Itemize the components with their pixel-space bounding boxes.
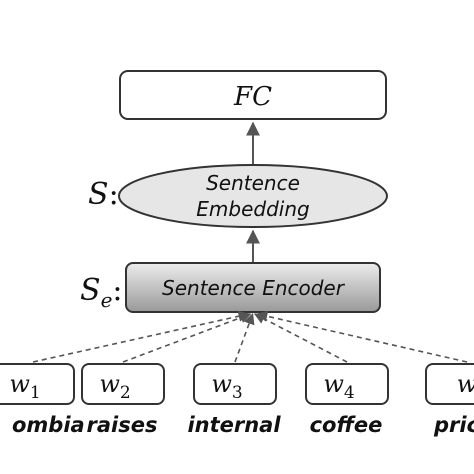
sentence-embedding-ellipse [118,164,388,228]
token-box-3 [193,363,277,405]
token-arrow-4 [253,313,348,363]
fc-label: FC [233,82,272,112]
token-arrows [32,310,468,363]
token-box-5 [425,363,474,405]
token-symbol-4: w4 [323,370,354,403]
embedding-line1: Sentence [206,171,300,195]
token-word-5: pric [433,413,474,437]
token-word-3: internal [187,413,281,437]
encoder-label: Sentence Encoder [162,276,346,300]
sentence-encoder-box [125,262,381,313]
embedding-symbol: S: [88,177,119,212]
token-box-2 [81,363,165,405]
token-word-4: coffee [310,413,383,437]
token-arrow-5 [256,310,468,363]
token-arrow-2 [122,312,252,363]
token-symbol-2: w2 [99,370,130,403]
token-symbol-5: w [457,370,474,398]
fc-box [119,70,387,120]
embedding-line2: Embedding [196,197,309,221]
token-word-1: ombia [12,413,85,437]
token-symbol-3: w3 [211,370,242,403]
encoder-symbol: Se: [80,273,123,312]
token-row: w1 ombia w2 raises w3 internal w4 coffee w pric [0,363,474,437]
token-box-1 [0,363,75,405]
encoder-subscript: e [101,288,113,312]
token-arrow-3 [234,312,255,363]
encoder-colon: : [112,273,122,308]
embedding-colon: : [109,177,119,212]
token-word-2: raises [87,413,158,437]
token-box-4 [305,363,389,405]
token-symbol-1: w1 [9,370,40,403]
token-arrow-1 [32,310,250,363]
